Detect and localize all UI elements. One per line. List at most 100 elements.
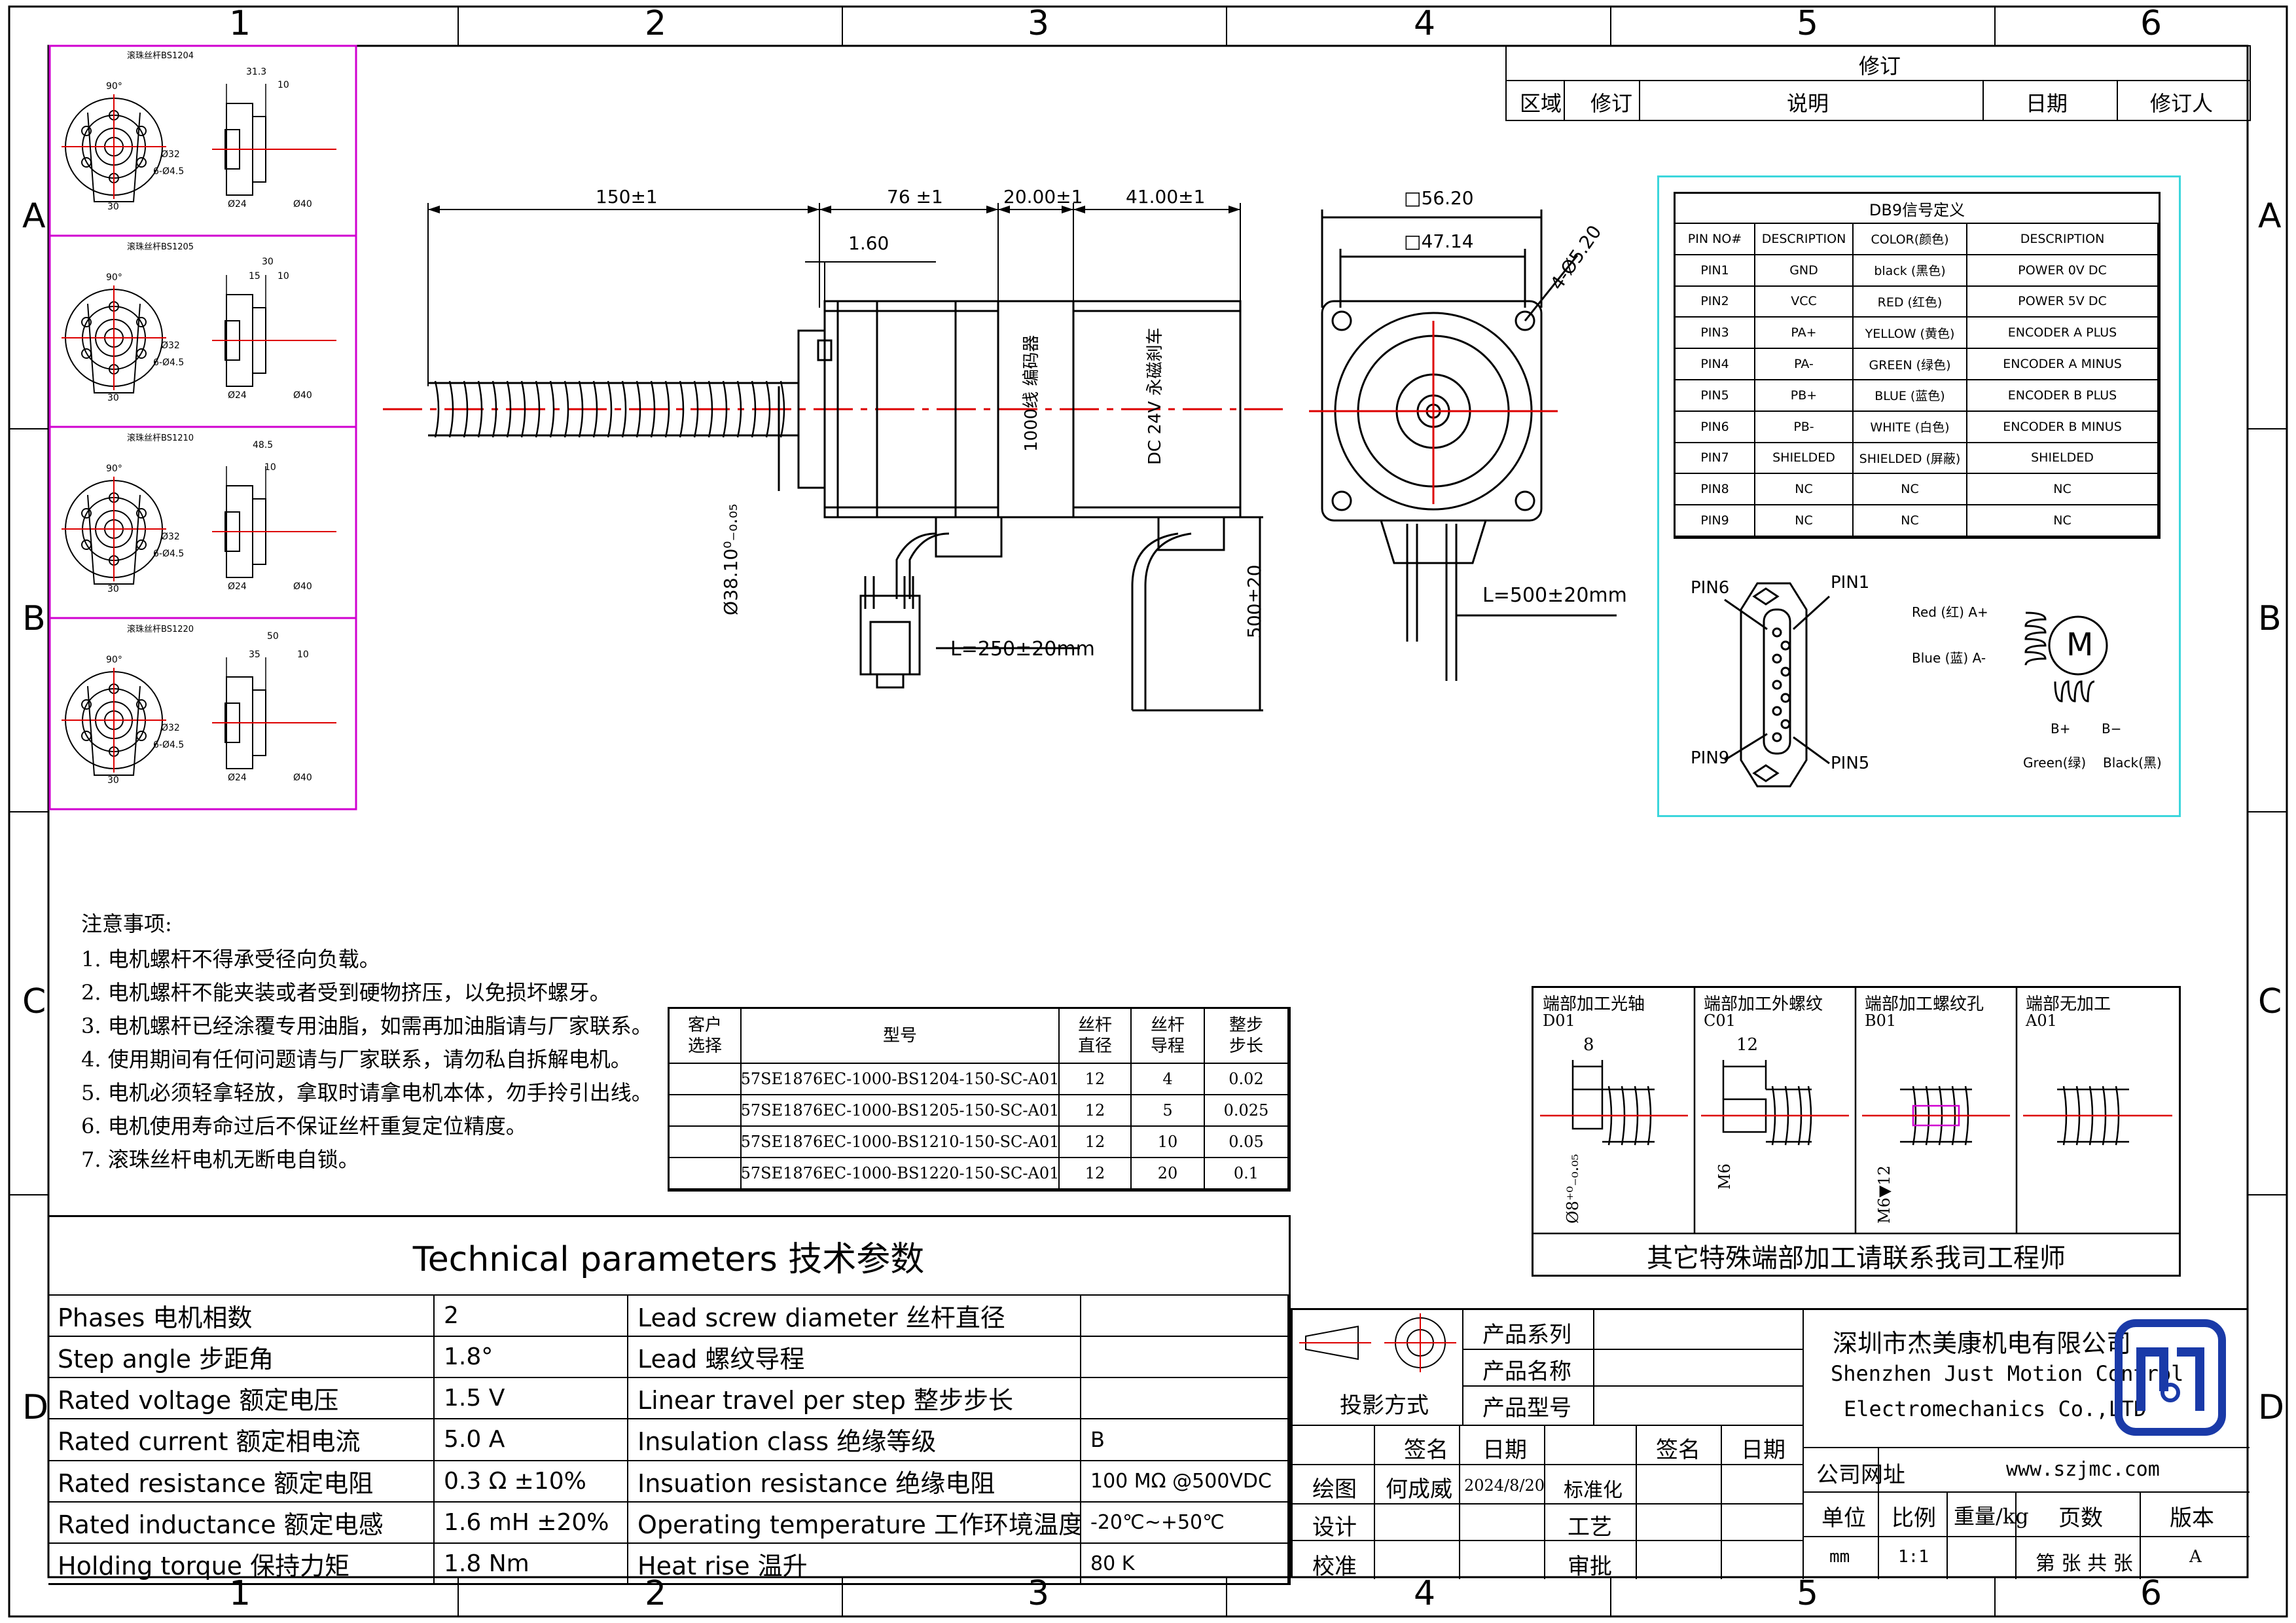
db9-cell: ENCODER A PLUS	[1967, 318, 2159, 350]
tech-param-label: Rated resistance 额定电阻	[48, 1461, 435, 1503]
model-cell: 0.02	[1205, 1064, 1289, 1095]
motor-blue-label: Blue (蓝) A-	[1912, 650, 1986, 666]
leadscrew-label-1204: 滚珠丝杆BS1204	[127, 51, 194, 61]
website-value: www.szjmc.com	[2006, 1458, 2160, 1481]
leadscrew-views-panel: 滚珠丝杆BS1204 90° 31.3 10 Ø32 6-Ø4.5 30 Ø24…	[48, 45, 357, 812]
leadscrew-label-1210: 滚珠丝杆BS1210	[127, 433, 194, 443]
check-label: 校准	[1312, 1554, 1357, 1580]
leadscrew-d40-1204: Ø40	[293, 199, 312, 210]
leadscrew-width-1220: 50	[267, 631, 279, 642]
end-machining-panel: 端部加工光轴 D01 8 Ø8⁺⁰₋₀.₀₅ 端部加工外螺纹 C01 12 M6…	[1532, 986, 2181, 1277]
db9-cell: BLUE (蓝色)	[1854, 380, 1967, 412]
leadscrew-angle-1204: 90°	[106, 81, 122, 92]
model-cell: 10	[1132, 1127, 1205, 1158]
leadscrew-small-1205: 10	[278, 271, 289, 282]
note-item: 4. 使用期间有任何问题请与厂家联系，请勿私自拆解电机。	[81, 1047, 632, 1072]
leadscrew-small-1204: 10	[278, 80, 289, 90]
model-header-cell: 丝杆 直径	[1060, 1009, 1132, 1064]
brake-label: DC 24V 永磁刹车	[1145, 327, 1165, 465]
weight-label: 重量/kg	[1954, 1504, 2029, 1529]
end-d01-code: D01	[1543, 1012, 1575, 1030]
revision-table-grid	[1505, 45, 2251, 121]
db9-cell: PIN6	[1676, 411, 1755, 443]
leadscrew-bottom-1204: 30	[107, 202, 119, 212]
tech-param-label: Linear travel per step 整步步长	[628, 1378, 1081, 1420]
leadscrew-small-1210: 10	[264, 462, 276, 473]
encoder-label: 1000线 编码器	[1022, 335, 1041, 452]
col-number-3-bottom: 3	[1028, 1574, 1050, 1613]
tech-param-label: Heat rise 温升	[628, 1543, 1081, 1585]
leadscrew-mid-1220: 35	[249, 649, 260, 660]
end-d01-dia: Ø8⁺⁰₋₀.₀₅	[1564, 1154, 1582, 1224]
motor-bminus-label: B−	[2102, 721, 2122, 737]
row-letter-d-right: D	[2258, 1388, 2285, 1427]
dim-pilot-diameter: Ø38.10⁰₋₀.₀₅	[720, 503, 742, 615]
draw-label: 绘图	[1312, 1476, 1357, 1503]
notes-title: 注意事项:	[81, 911, 172, 936]
db9-cell: GREEN (绿色)	[1854, 349, 1967, 380]
leadscrew-views-drawing	[48, 45, 357, 811]
sign-label-2: 签名	[1656, 1437, 1700, 1463]
row-letter-d: D	[22, 1388, 49, 1427]
leadscrew-label-1220: 滚珠丝杆BS1220	[127, 625, 194, 634]
note-item: 1. 电机螺杆不得承受径向负载。	[81, 947, 380, 972]
db9-cell: black (黑色)	[1854, 255, 1967, 287]
tech-param-label: Step angle 步距角	[48, 1337, 435, 1379]
col-number-5: 5	[1797, 4, 1819, 43]
tech-param-value: -20℃~+50℃	[1081, 1502, 1289, 1544]
front-cable-length: L=500±20mm	[1482, 584, 1627, 607]
col-number-1-bottom: 1	[229, 1574, 251, 1613]
product-model-label: 产品型号	[1482, 1395, 1571, 1421]
tech-param-value: 1.8 Nm	[435, 1543, 628, 1585]
row-letter-b: B	[22, 599, 46, 638]
tech-param-label: Insuation resistance 绝缘电阻	[628, 1461, 1081, 1503]
model-header-cell: 型号	[742, 1009, 1060, 1064]
leadscrew-bottom-1210: 30	[107, 584, 119, 594]
process-label: 工艺	[1568, 1514, 1612, 1541]
motor-bplus-label: B+	[2051, 721, 2071, 737]
model-header-cell: 整步 步长	[1205, 1009, 1289, 1064]
model-cell: 0.025	[1205, 1095, 1289, 1127]
model-header-cell: 客户 选择	[670, 1009, 742, 1064]
note-item: 6. 电机使用寿命过后不保证丝杆重复定位精度。	[81, 1114, 527, 1139]
leadscrew-bottom-1205: 30	[107, 393, 119, 403]
row-letter-a-right: A	[2258, 196, 2282, 236]
model-select-cell	[670, 1095, 742, 1127]
db9-cell: PA-	[1755, 349, 1854, 380]
company-name-en-1: Shenzhen Just Motion Control	[1831, 1361, 2184, 1386]
tech-params-title: Technical parameters 技术参数	[48, 1217, 1289, 1296]
sign-label: 签名	[1404, 1437, 1448, 1463]
standard-label: 标准化	[1564, 1479, 1623, 1502]
leadscrew-holes-1210: 6-Ø4.5	[153, 549, 185, 559]
date-label: 日期	[1482, 1437, 1527, 1463]
db9-cell: SHIELDED	[1967, 443, 2159, 475]
revision-header-desc: 说明	[1787, 91, 1829, 116]
tech-param-label: Holding torque 保持力矩	[48, 1543, 435, 1585]
company-name-en-2: Electromechanics Co.,LTD	[1844, 1396, 2147, 1421]
col-number-6-bottom: 6	[2140, 1574, 2162, 1613]
model-select-cell	[670, 1127, 742, 1158]
db9-cell: NC	[1755, 505, 1854, 537]
model-cell: 5	[1132, 1095, 1205, 1127]
db9-cell: PIN7	[1676, 443, 1755, 475]
leadscrew-mid-1205: 15	[249, 271, 260, 282]
col-number-4: 4	[1414, 4, 1436, 43]
motor-front-view	[1309, 210, 1617, 681]
col-number-6: 6	[2140, 4, 2162, 43]
tech-param-value	[1081, 1296, 1289, 1338]
revision-title: 修订	[1859, 54, 1901, 79]
dim-encoder-length: 20.00±1	[1003, 186, 1083, 208]
model-header-cell: 丝杆 导程	[1132, 1009, 1205, 1064]
title-block: 投影方式 产品系列 产品名称 产品型号 签名 日期 签名 日期 绘图 何成威 2…	[1291, 1308, 2250, 1580]
leadscrew-d32-1220: Ø32	[161, 723, 180, 733]
tech-param-value	[1081, 1337, 1289, 1379]
db9-cell: PB-	[1755, 411, 1854, 443]
db9-cell: POWER 5V DC	[1967, 286, 2159, 318]
db9-cell: PIN4	[1676, 349, 1755, 380]
leadscrew-d40-1210: Ø40	[293, 581, 312, 592]
leadscrew-bottom-1220: 30	[107, 775, 119, 786]
model-cell: 12	[1060, 1064, 1132, 1095]
tech-param-value: 1.5 V	[435, 1378, 628, 1420]
design-label: 设计	[1312, 1514, 1357, 1541]
